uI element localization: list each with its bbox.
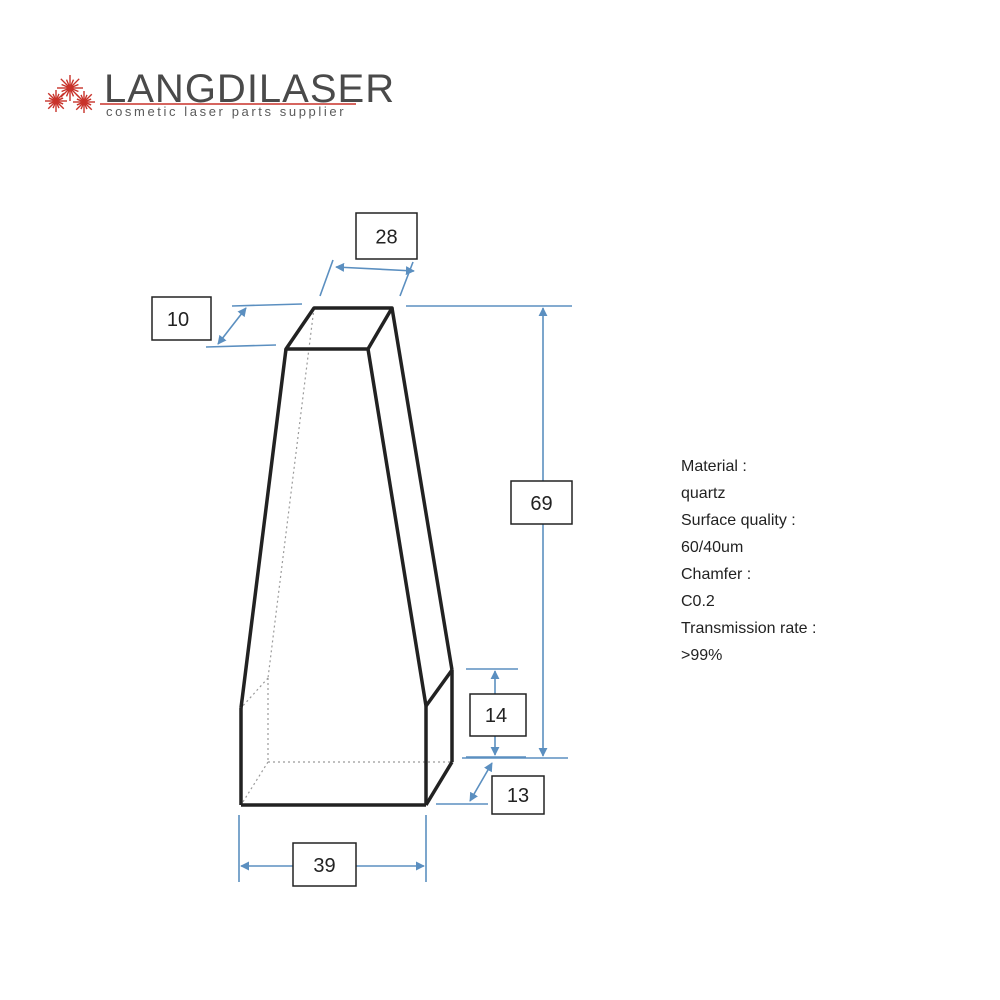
ext-line-top-length-right <box>399 261 414 297</box>
brand-tagline: cosmetic laser parts supplier <box>106 104 346 119</box>
dim-value-chamfer-height: 14 <box>485 705 507 727</box>
starburst-1 <box>57 75 83 101</box>
laser-starburst-icon <box>45 75 95 113</box>
dim-arrow-top-length <box>335 262 415 276</box>
spec-transmission-rate-value: >99% <box>681 647 722 664</box>
spec-chamfer-label: Chamfer : <box>681 566 751 583</box>
visible-edges <box>239 306 454 807</box>
starburst-2 <box>45 90 67 112</box>
dimension-label-top-width: 10 <box>151 296 212 341</box>
ext-line-top-width-bottom <box>205 344 277 348</box>
dimension-label-top-length: 28 <box>355 212 418 260</box>
dimension-label-chamfer-height: 14 <box>469 693 527 737</box>
starburst-3 <box>73 91 95 113</box>
hidden-edges <box>240 307 452 806</box>
spec-material-value: quartz <box>681 485 725 502</box>
spec-surface-quality-value: 60/40um <box>681 539 743 556</box>
dim-value-height: 69 <box>530 493 552 515</box>
dim-arrow-top-width <box>217 307 247 345</box>
spec-chamfer-value: C0.2 <box>681 593 715 610</box>
spec-transmission-rate-label: Transmission rate : <box>681 620 816 637</box>
dim-value-bottom-width: 13 <box>507 785 529 807</box>
dim-arrow-bottom-width <box>469 762 493 802</box>
dimension-label-bottom-length: 39 <box>292 842 357 887</box>
brand-logo: LANGDILASER cosmetic laser parts supplie… <box>45 67 394 119</box>
dimension-label-bottom-width: 13 <box>491 775 545 815</box>
spec-list: Material : quartz Surface quality : 60/4… <box>681 458 816 664</box>
spec-material-label: Material : <box>681 458 747 475</box>
spec-surface-quality-label: Surface quality : <box>681 512 796 529</box>
ext-line-top-width-top <box>231 303 303 307</box>
dim-value-top-length: 28 <box>375 227 397 249</box>
dim-value-bottom-length: 39 <box>313 855 335 877</box>
dim-value-top-width: 10 <box>167 309 189 331</box>
ext-line-top-length-left <box>319 259 334 297</box>
dimension-label-height: 69 <box>510 480 573 525</box>
prism-drawing <box>239 306 454 807</box>
